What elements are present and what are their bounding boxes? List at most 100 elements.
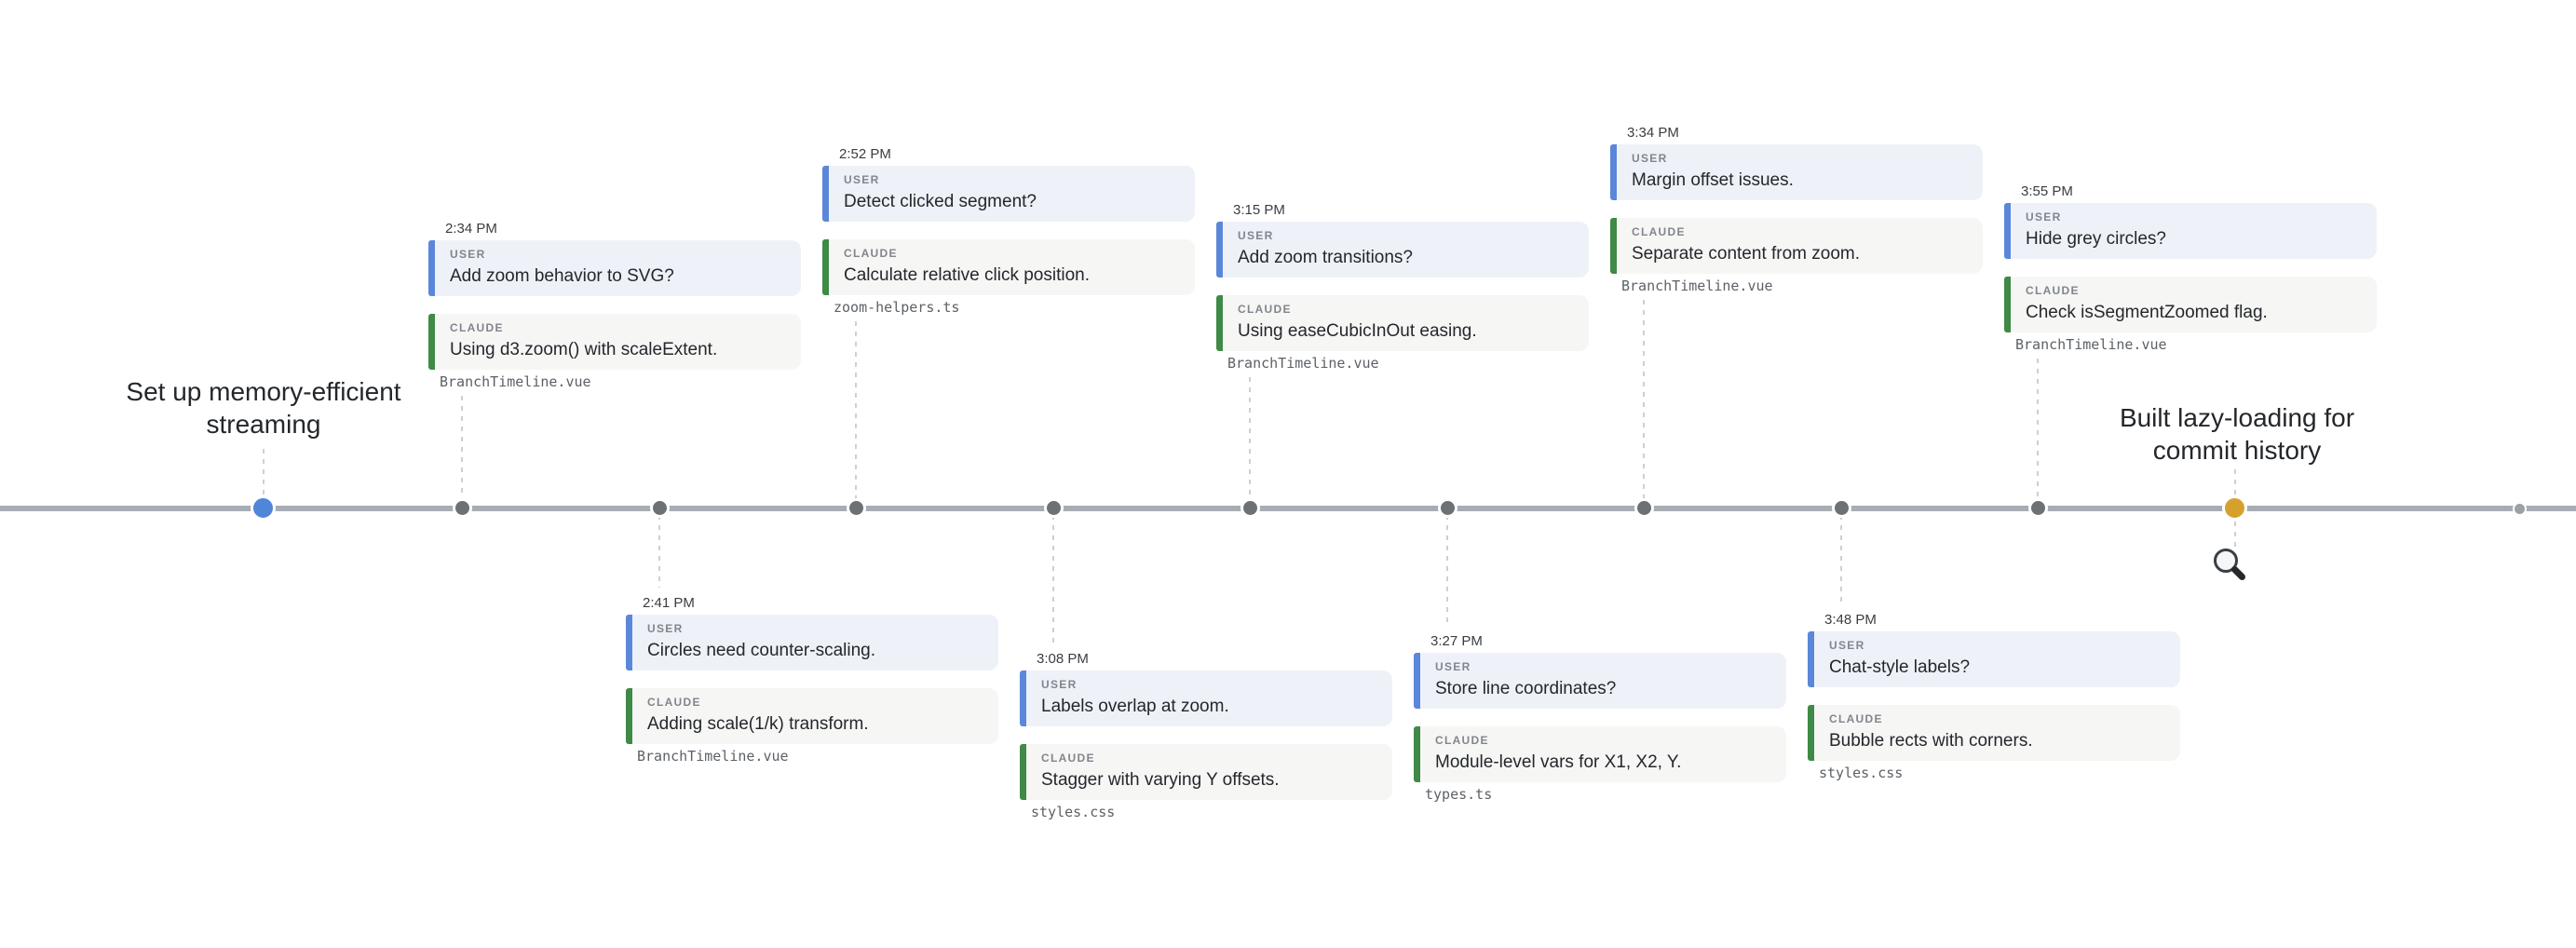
claude-message-card: CLAUDE Check isSegmentZoomed flag. bbox=[2004, 277, 2377, 332]
milestone-end-connector-top bbox=[2234, 469, 2236, 497]
file-name-label: BranchTimeline.vue bbox=[1621, 278, 1773, 294]
user-message-card: USER Detect clicked segment? bbox=[822, 166, 1195, 222]
user-message-text: Labels overlap at zoom. bbox=[1041, 697, 1229, 716]
claude-role-label: CLAUDE bbox=[1435, 734, 1489, 747]
timeline-end-dot bbox=[2513, 502, 2527, 516]
claude-message-text: Module-level vars for X1, X2, Y. bbox=[1435, 752, 1682, 772]
event-connector-line bbox=[1052, 515, 1054, 643]
event-timestamp: 3:48 PM bbox=[1824, 612, 1877, 628]
commit-dot[interactable] bbox=[1634, 498, 1654, 518]
claude-message-card: CLAUDE Using d3.zoom() with scaleExtent. bbox=[428, 314, 801, 370]
file-name-label: BranchTimeline.vue bbox=[2015, 336, 2167, 353]
event-connector-line bbox=[2037, 359, 2039, 506]
event-connector-line bbox=[1643, 300, 1645, 506]
user-role-label: USER bbox=[1435, 660, 1471, 673]
commit-dot[interactable] bbox=[1043, 498, 1064, 518]
claude-role-label: CLAUDE bbox=[647, 696, 701, 709]
event-timestamp: 2:34 PM bbox=[445, 221, 497, 237]
file-name-label: types.ts bbox=[1425, 786, 1493, 803]
file-name-label: styles.css bbox=[1031, 804, 1116, 820]
claude-message-card: CLAUDE Calculate relative click position… bbox=[822, 239, 1195, 295]
milestone-label-start: Set up memory-efficient streaming bbox=[68, 375, 459, 440]
claude-role-label: CLAUDE bbox=[1238, 303, 1292, 316]
milestone-start-line2: streaming bbox=[206, 410, 321, 439]
commit-dot[interactable] bbox=[1437, 498, 1457, 518]
user-role-label: USER bbox=[844, 173, 880, 186]
user-role-label: USER bbox=[1632, 152, 1668, 165]
commit-dot[interactable] bbox=[649, 498, 670, 518]
milestone-end-line1: Built lazy-loading for bbox=[2119, 403, 2355, 432]
claude-message-card: CLAUDE Bubble rects with corners. bbox=[1808, 705, 2180, 761]
user-message-card: USER Labels overlap at zoom. bbox=[1020, 670, 1392, 726]
milestone-label-end: Built lazy-loading for commit history bbox=[2041, 401, 2433, 467]
user-message-text: Circles need counter-scaling. bbox=[647, 641, 876, 660]
claude-role-label: CLAUDE bbox=[1041, 752, 1095, 765]
user-message-card: USER Margin offset issues. bbox=[1610, 144, 1983, 200]
user-message-card: USER Circles need counter-scaling. bbox=[626, 615, 998, 670]
event-timestamp: 3:15 PM bbox=[1233, 202, 1285, 218]
user-role-label: USER bbox=[1041, 678, 1078, 691]
commit-dot[interactable] bbox=[1831, 498, 1851, 518]
event-connector-line bbox=[855, 321, 857, 506]
file-name-label: BranchTimeline.vue bbox=[1227, 355, 1379, 372]
claude-message-card: CLAUDE Using easeCubicInOut easing. bbox=[1216, 295, 1589, 351]
user-message-card: USER Store line coordinates? bbox=[1414, 653, 1786, 709]
commit-dot[interactable] bbox=[1240, 498, 1260, 518]
event-timestamp: 3:55 PM bbox=[2021, 183, 2073, 199]
user-role-label: USER bbox=[2026, 210, 2062, 223]
file-name-label: styles.css bbox=[1819, 765, 1904, 781]
user-message-text: Add zoom transitions? bbox=[1238, 248, 1413, 267]
timeline-axis[interactable] bbox=[0, 506, 2576, 511]
event-connector-line bbox=[658, 515, 660, 588]
claude-message-text: Using d3.zoom() with scaleExtent. bbox=[450, 340, 718, 359]
file-name-label: BranchTimeline.vue bbox=[440, 373, 591, 390]
commit-dot[interactable] bbox=[452, 498, 472, 518]
event-timestamp: 3:08 PM bbox=[1037, 651, 1089, 667]
milestone-dot-start[interactable] bbox=[251, 495, 276, 521]
timeline-event-group: 2:52 PM USER Detect clicked segment? CLA… bbox=[822, 145, 1213, 316]
user-message-text: Hide grey circles? bbox=[2026, 229, 2166, 249]
claude-message-text: Calculate relative click position. bbox=[844, 265, 1091, 285]
timeline-event-group: 2:34 PM USER Add zoom behavior to SVG? C… bbox=[428, 220, 820, 390]
milestone-start-connector bbox=[263, 449, 264, 497]
claude-message-text: Check isSegmentZoomed flag. bbox=[2026, 303, 2268, 322]
user-message-card: USER Chat-style labels? bbox=[1808, 631, 2180, 687]
milestone-end-connector-bottom bbox=[2234, 521, 2236, 548]
event-timestamp: 2:52 PM bbox=[839, 146, 891, 162]
user-message-text: Detect clicked segment? bbox=[844, 192, 1037, 211]
timeline-event-group: 3:48 PM USER Chat-style labels? CLAUDE B… bbox=[1808, 611, 2199, 781]
user-message-card: USER Add zoom transitions? bbox=[1216, 222, 1589, 278]
claude-message-card: CLAUDE Stagger with varying Y offsets. bbox=[1020, 744, 1392, 800]
claude-message-text: Stagger with varying Y offsets. bbox=[1041, 770, 1280, 790]
claude-message-text: Adding scale(1/k) transform. bbox=[647, 714, 869, 734]
claude-role-label: CLAUDE bbox=[844, 247, 898, 260]
event-connector-line bbox=[1249, 377, 1251, 506]
event-connector-line bbox=[1840, 515, 1842, 604]
claude-message-text: Separate content from zoom. bbox=[1632, 244, 1861, 264]
timeline-event-group: 3:08 PM USER Labels overlap at zoom. CLA… bbox=[1020, 650, 1411, 820]
milestone-end-line2: commit history bbox=[2152, 436, 2322, 465]
event-timestamp: 2:41 PM bbox=[643, 595, 695, 611]
milestone-dot-end[interactable] bbox=[2222, 495, 2247, 521]
timeline-event-group: 2:41 PM USER Circles need counter-scalin… bbox=[626, 594, 1017, 765]
claude-role-label: CLAUDE bbox=[2026, 284, 2080, 297]
commit-dot[interactable] bbox=[846, 498, 866, 518]
zoom-cursor-icon bbox=[2209, 546, 2252, 589]
claude-role-label: CLAUDE bbox=[1829, 712, 1883, 725]
timeline-event-group: 3:55 PM USER Hide grey circles? CLAUDE C… bbox=[2004, 183, 2395, 353]
user-role-label: USER bbox=[647, 622, 684, 635]
event-connector-line bbox=[1446, 515, 1448, 626]
claude-message-card: CLAUDE Separate content from zoom. bbox=[1610, 218, 1983, 274]
user-message-card: USER Hide grey circles? bbox=[2004, 203, 2377, 259]
claude-message-card: CLAUDE Adding scale(1/k) transform. bbox=[626, 688, 998, 744]
user-role-label: USER bbox=[450, 248, 486, 261]
commit-dot[interactable] bbox=[2027, 498, 2048, 518]
milestone-start-line1: Set up memory-efficient bbox=[126, 377, 401, 406]
event-timestamp: 3:34 PM bbox=[1627, 125, 1679, 141]
timeline-event-group: 3:15 PM USER Add zoom transitions? CLAUD… bbox=[1216, 201, 1607, 372]
timeline-event-group: 3:27 PM USER Store line coordinates? CLA… bbox=[1414, 632, 1805, 803]
user-message-text: Add zoom behavior to SVG? bbox=[450, 266, 674, 286]
claude-role-label: CLAUDE bbox=[1632, 225, 1686, 238]
file-name-label: zoom-helpers.ts bbox=[834, 299, 960, 316]
